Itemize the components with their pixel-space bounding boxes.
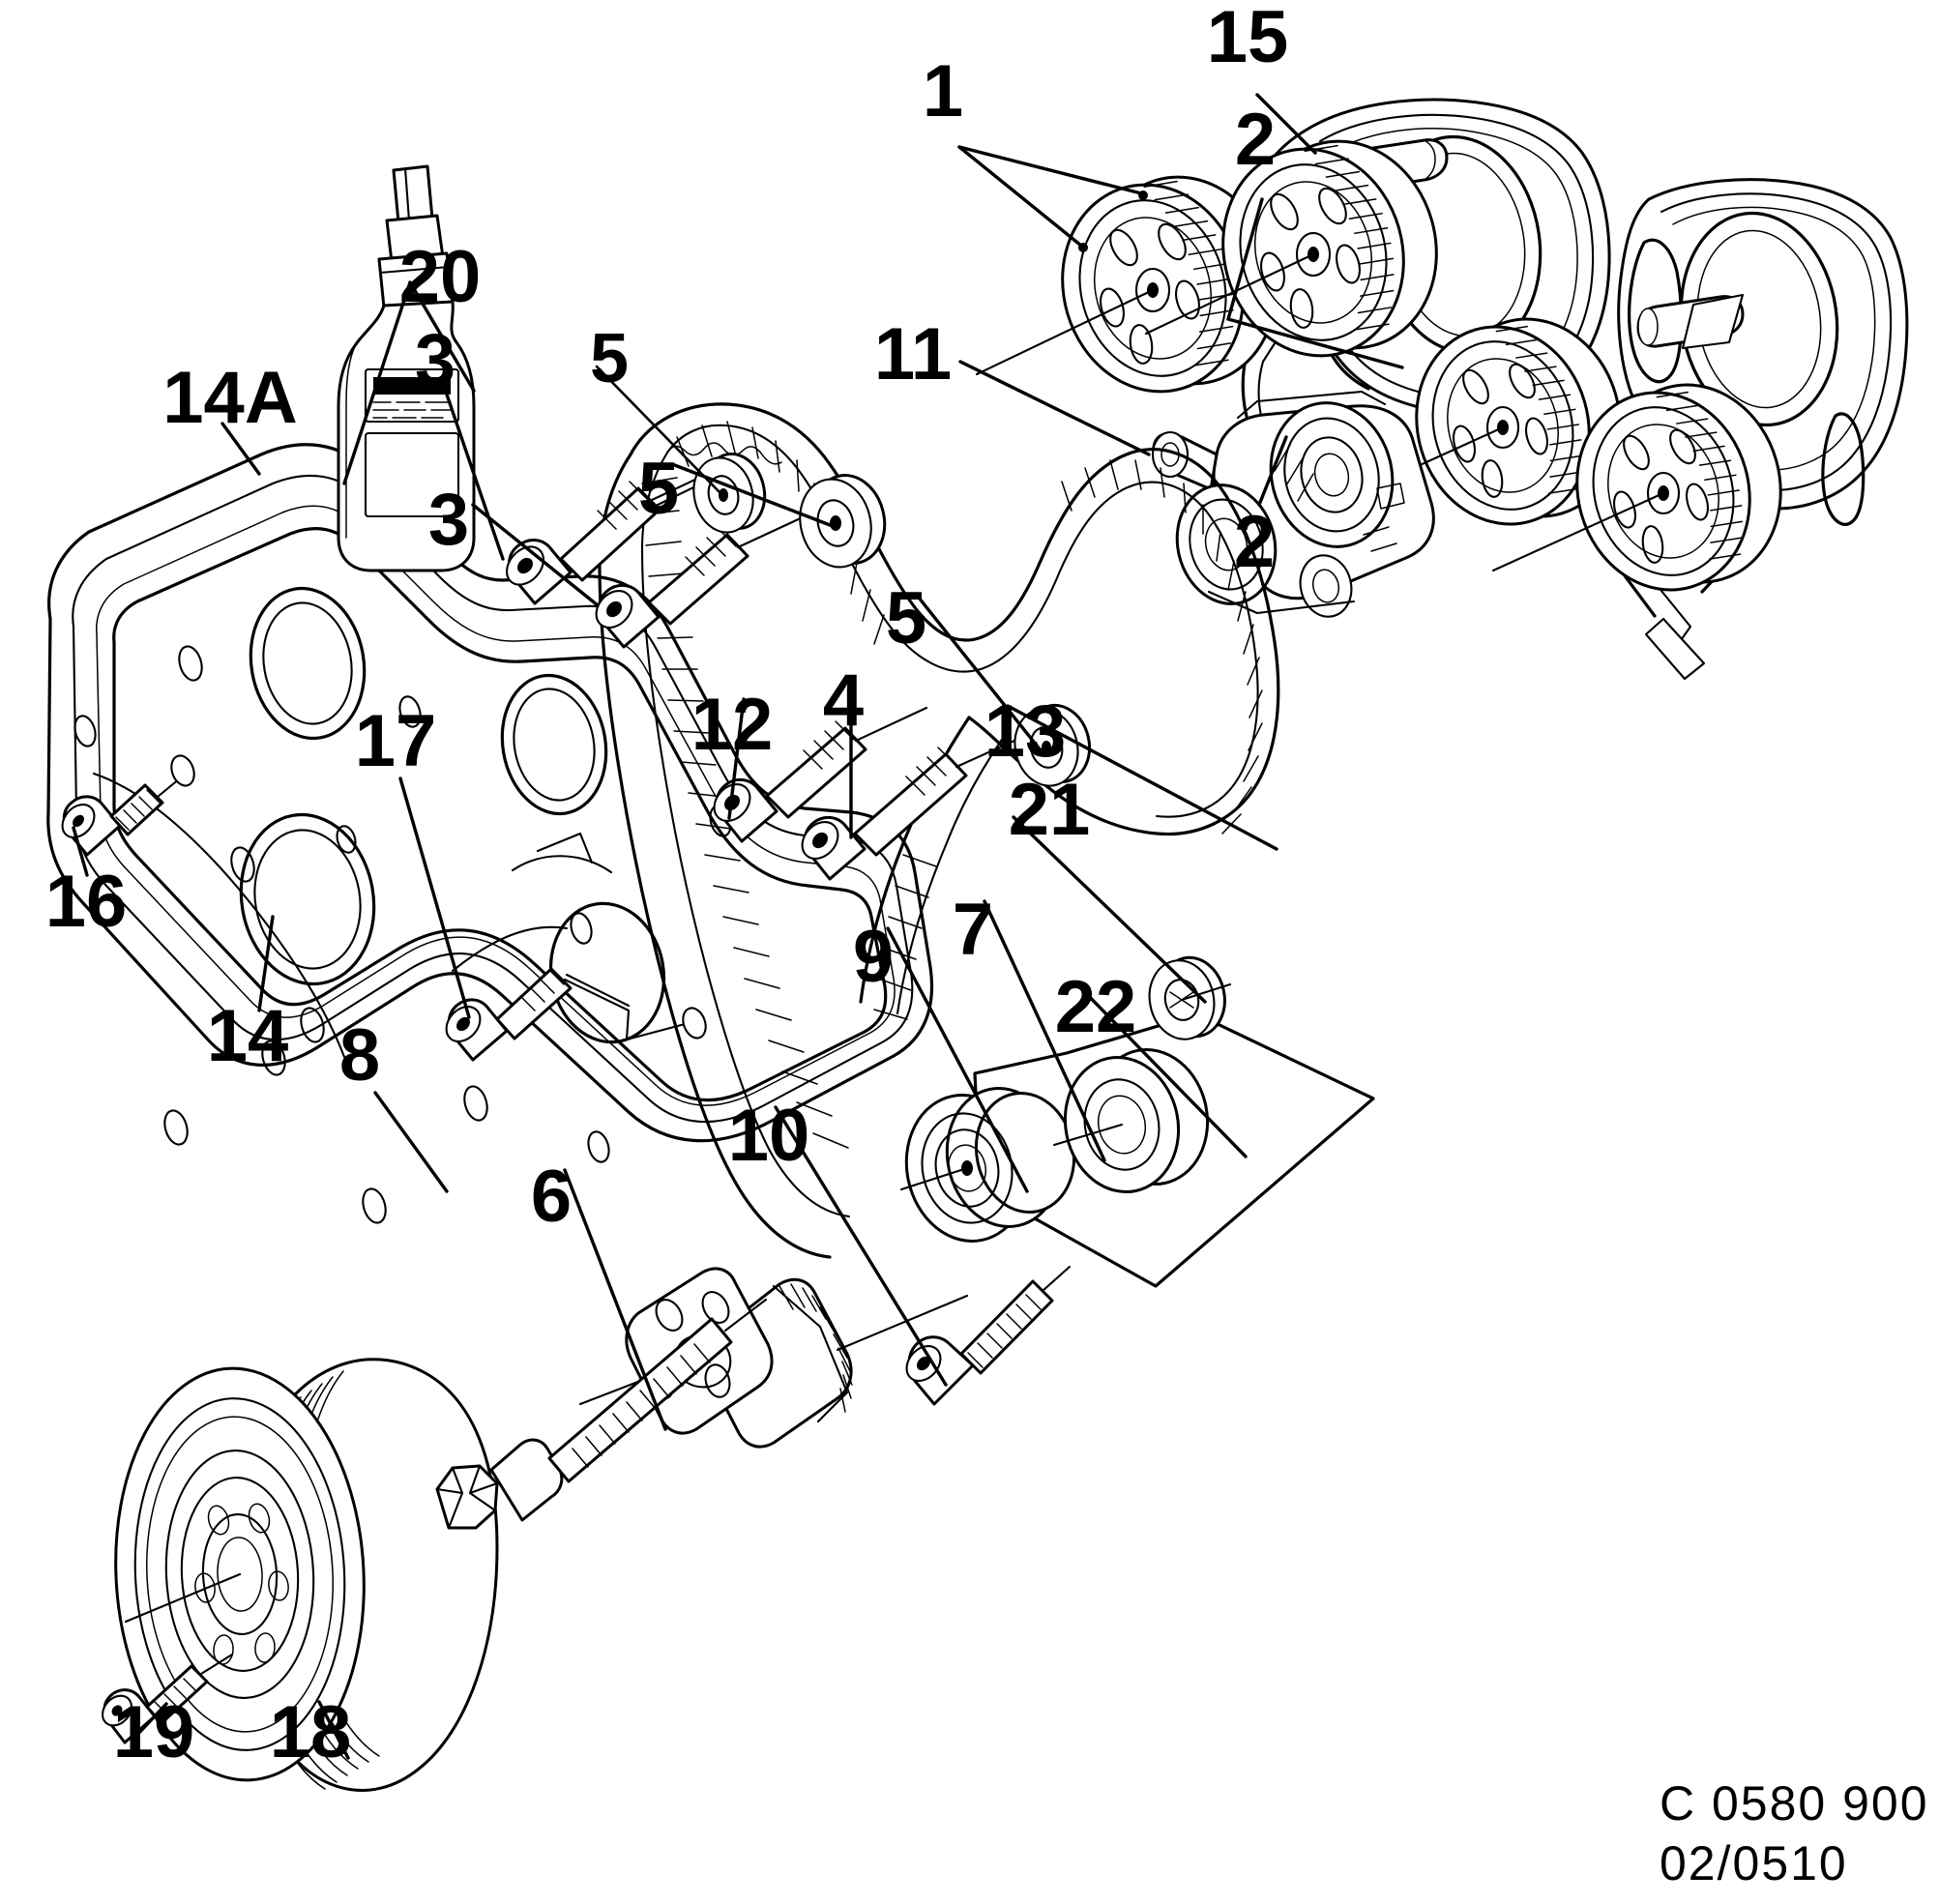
leader-lines <box>72 93 1404 1760</box>
crankshaft-pulley-bolt-8 <box>435 1298 768 1530</box>
callout-3b: 3 <box>428 479 469 561</box>
sprocket-axis-1a <box>975 288 1155 376</box>
callout-14A: 14A <box>162 357 297 439</box>
callout-11: 11 <box>874 313 952 395</box>
cover-bolt-3b <box>595 514 807 649</box>
callout-5c: 5 <box>886 577 926 659</box>
callout-3a: 3 <box>415 319 455 401</box>
camshaft-sprocket-1b <box>1221 139 1438 358</box>
cover-stud-bolt-17 <box>445 967 707 1062</box>
callout-1: 1 <box>923 50 963 132</box>
callout-2a: 2 <box>1235 99 1276 181</box>
washer-5c <box>1014 703 1092 787</box>
callout-15: 15 <box>1207 0 1289 78</box>
sealant-bottle <box>337 164 476 572</box>
stud-bolt-4 <box>801 733 1029 881</box>
idler-pulley-bearing <box>1052 1047 1210 1194</box>
bottle-label-text-lines <box>372 401 452 419</box>
callout-14: 14 <box>207 995 289 1077</box>
camshaft-sprocket-1a <box>1061 175 1278 394</box>
callout-13: 13 <box>984 690 1067 773</box>
callout-10: 10 <box>728 1095 810 1177</box>
callout-7: 7 <box>953 889 993 971</box>
callout-17: 17 <box>355 700 437 782</box>
callout-labels: 1 2 2 3 3 4 5 5 5 6 7 8 9 10 11 12 13 14… <box>45 0 1289 1773</box>
washer-5b <box>799 474 887 569</box>
callout-16: 16 <box>45 861 128 943</box>
callout-21: 21 <box>1009 769 1091 851</box>
callout-20: 20 <box>399 236 482 318</box>
callout-2b: 2 <box>1234 501 1275 583</box>
callout-19: 19 <box>113 1691 195 1773</box>
belt-tensioner-assembly <box>1151 390 1435 618</box>
callout-9: 9 <box>853 916 894 998</box>
callout-12: 12 <box>691 684 774 766</box>
callout-5b: 5 <box>638 448 679 530</box>
idler-pulley <box>899 1087 1076 1243</box>
sprocket-axis-2b <box>1491 491 1665 572</box>
caption-line-2: 02/0510 <box>1660 1836 1848 1890</box>
caption-line-1: C 0580 900 <box>1660 1776 1929 1831</box>
sprocket-axis-1b <box>1144 252 1315 336</box>
callout-5a: 5 <box>590 320 629 397</box>
camshaft-sprocket-2b <box>1575 383 1782 592</box>
callout-4: 4 <box>823 659 864 742</box>
callout-6: 6 <box>531 1156 572 1238</box>
diagram-caption: C 0580 900 02/0510 <box>1660 1776 1929 1890</box>
callout-18: 18 <box>270 1691 352 1773</box>
callout-8: 8 <box>339 1014 380 1097</box>
callout-22: 22 <box>1055 966 1137 1048</box>
